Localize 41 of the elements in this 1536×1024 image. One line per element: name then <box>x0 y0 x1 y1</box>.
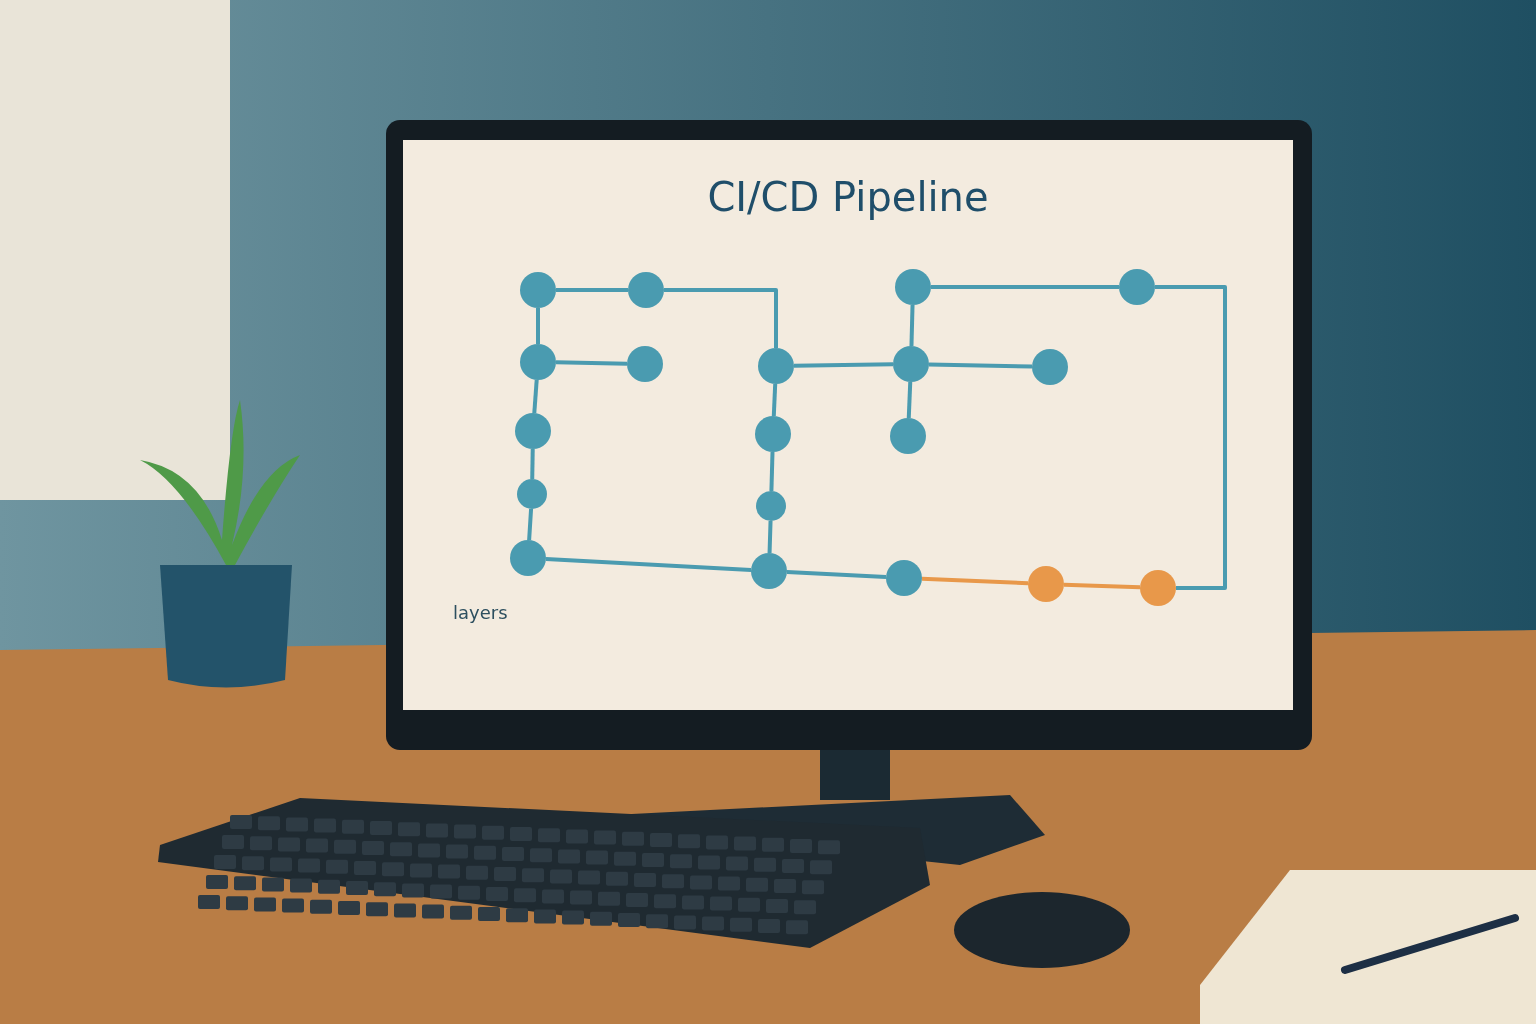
connector-line <box>555 360 628 366</box>
connector-line <box>921 576 1029 586</box>
pipeline-node <box>517 479 547 509</box>
pipeline-node <box>520 272 556 308</box>
connector-line <box>545 556 752 573</box>
connector-line <box>530 448 535 480</box>
diagram-title: CI/CD Pipeline <box>706 174 990 220</box>
layer-label: layers <box>453 602 508 623</box>
connector-line <box>931 285 1119 289</box>
connector-line <box>527 508 534 541</box>
connector-line <box>786 569 887 580</box>
connector-line <box>556 288 628 292</box>
pipeline-node <box>627 346 663 382</box>
pipeline-node <box>1119 269 1155 305</box>
pipeline-node <box>893 346 929 382</box>
pipeline-node <box>751 553 787 589</box>
connector-line <box>1063 582 1141 590</box>
connector-line <box>771 383 778 417</box>
pipeline-node <box>758 348 794 384</box>
pipeline-node <box>510 540 546 576</box>
connector-line <box>769 451 775 492</box>
pipeline-node <box>1032 349 1068 385</box>
pipeline-node <box>886 560 922 596</box>
connector-line <box>664 288 778 348</box>
pipeline-node <box>895 269 931 305</box>
pipeline-node <box>755 416 791 452</box>
connector-line <box>909 304 915 347</box>
pipeline-node <box>756 491 786 521</box>
connector-line <box>532 379 539 414</box>
pipeline-node <box>1140 570 1176 606</box>
connector-line <box>906 381 913 419</box>
pipeline-node <box>520 344 556 380</box>
pipeline-node <box>628 272 664 308</box>
connector-line <box>536 308 540 344</box>
connector-line <box>928 362 1033 369</box>
connector-line <box>1155 285 1227 590</box>
connector-line <box>793 362 894 368</box>
pipeline-node <box>890 418 926 454</box>
pipeline-node <box>1028 566 1064 602</box>
connector-line <box>767 520 773 554</box>
pipeline-node <box>515 413 551 449</box>
